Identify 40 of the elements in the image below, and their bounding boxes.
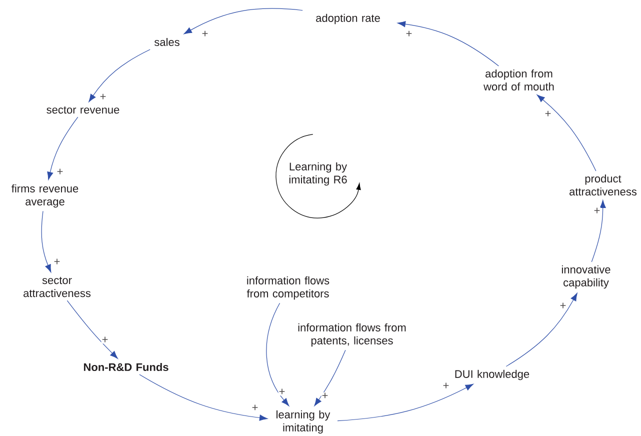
variable-label: sector revenue (46, 106, 120, 114)
variable-label: adoption rate (316, 14, 380, 24)
causal-arrow (397, 21, 499, 66)
variable-label: product attractiveness (570, 174, 637, 196)
causal-arrow (47, 116, 78, 180)
variable-label: adoption from word of mouth (484, 69, 554, 91)
causal-arrow (88, 49, 150, 102)
causal-arrow (139, 374, 268, 421)
polarity-sign: + (56, 168, 64, 176)
variable-label: firms revenue average (12, 184, 78, 208)
polarity-sign: + (405, 30, 413, 38)
causal-arrow (266, 302, 290, 406)
polarity-sign: + (593, 207, 601, 215)
causal-arrow (591, 200, 606, 262)
polarity-sign: + (442, 382, 450, 390)
variable-label: Non-R&D Funds (84, 362, 168, 372)
polarity-sign: + (321, 392, 329, 400)
polarity-sign: + (251, 404, 259, 412)
causal-arrow (337, 384, 474, 422)
polarity-sign: + (101, 336, 109, 344)
variable-label: sales (154, 38, 180, 46)
variable-label: information flows from patents, licenses (298, 323, 406, 347)
variable-label: information flows from competitors (246, 276, 330, 300)
causal-arrow (41, 210, 52, 272)
causal-arrow (314, 350, 346, 406)
polarity-sign: + (201, 30, 209, 38)
causal-arrow (536, 94, 596, 172)
causal-arrow (506, 292, 578, 367)
polarity-sign: + (53, 258, 61, 266)
polarity-sign: + (99, 93, 107, 101)
causal-arrow (184, 8, 303, 34)
polarity-sign: + (544, 110, 552, 118)
polarity-sign: + (559, 302, 567, 310)
variable-label: DUI knowledge (455, 370, 530, 380)
causal-arrow (66, 300, 118, 359)
variable-label: innovative capability (562, 265, 610, 289)
variable-label: learning by imitating (276, 410, 330, 434)
variable-label: sector attractiveness (24, 276, 91, 298)
polarity-sign: + (278, 388, 286, 396)
loop-label: Learning by imitating R6 (289, 162, 347, 186)
